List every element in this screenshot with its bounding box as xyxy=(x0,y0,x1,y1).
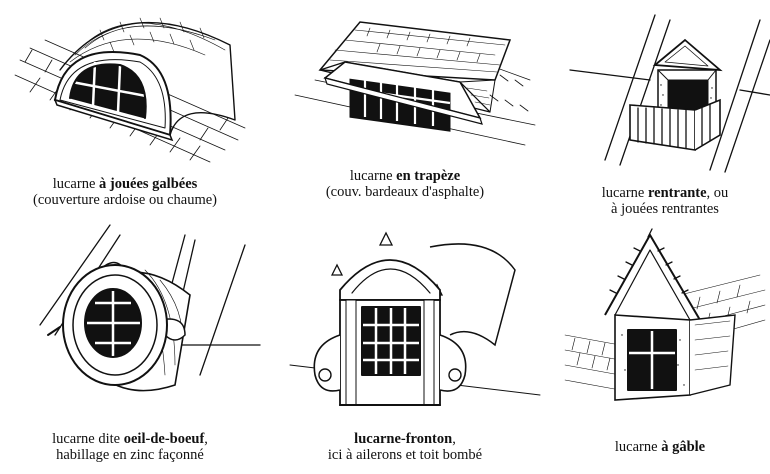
caption-line2: (couv. bardeaux d'asphalte) xyxy=(325,184,485,200)
caption-line2: habillage en zinc façonné xyxy=(56,447,204,463)
caption-bold: en trapèze xyxy=(396,168,461,184)
caption-suffix: , ou xyxy=(706,185,729,201)
caption-trapeze: lucarne en trapèze (couv. bardeaux d'asp… xyxy=(285,168,525,200)
illustration-rentrante xyxy=(569,14,770,173)
panel-rentrante: lucarne rentrante, ou à jouées rentrante… xyxy=(560,0,770,250)
caption-bold: oeil-de-boeuf xyxy=(123,431,205,447)
caption-line2: ici à ailerons et toit bombé xyxy=(327,447,483,463)
caption-bold: à jouées galbées xyxy=(99,176,198,192)
panel-trapeze: lucarne en trapèze (couv. bardeaux d'asp… xyxy=(285,0,545,215)
caption-fronton: lucarne-fronton, ici à ailerons et toit … xyxy=(280,431,530,463)
caption-prefix: lucarne xyxy=(349,168,397,184)
caption-bold: lucarne-fronton xyxy=(354,431,453,447)
roof-slates-left xyxy=(564,334,621,391)
caption-line2: à jouées rentrantes xyxy=(611,201,719,217)
panel-gable: lucarne à gâble xyxy=(560,225,770,474)
caption-prefix: lucarne xyxy=(52,176,100,192)
caption-oeil-de-boeuf: lucarne dite oeil-de-boeuf, habillage en… xyxy=(0,431,260,463)
panel-oeil-de-boeuf: lucarne dite oeil-de-boeuf, habillage en… xyxy=(0,224,270,474)
panel-fronton: lucarne-fronton, ici à ailerons et toit … xyxy=(280,225,550,474)
illustration-fronton xyxy=(289,231,541,406)
caption-joues-galbees: lucarne à jouées galbées (couverture ard… xyxy=(0,176,250,208)
caption-rentrante: lucarne rentrante, ou à jouées rentrante… xyxy=(560,185,770,217)
illustration-joues-galbees xyxy=(14,17,246,163)
illustration-trapeze xyxy=(294,21,536,146)
caption-prefix: lucarne dite xyxy=(52,431,124,447)
caption-bold: rentrante xyxy=(648,185,707,201)
caption-bold: à gâble xyxy=(661,439,706,455)
rafters xyxy=(569,14,770,173)
panel-joues-galbees: lucarne à jouées galbées (couverture ard… xyxy=(0,0,260,215)
caption-line2: (couverture ardoise ou chaume) xyxy=(33,192,217,208)
caption-suffix: , xyxy=(204,431,208,447)
illustration-oeil-de-boeuf xyxy=(39,224,261,392)
caption-prefix: lucarne xyxy=(614,439,662,455)
illustration-gable xyxy=(564,228,766,401)
caption-prefix: lucarne xyxy=(601,185,648,201)
caption-gable: lucarne à gâble xyxy=(560,439,760,455)
caption-suffix: , xyxy=(452,431,456,447)
